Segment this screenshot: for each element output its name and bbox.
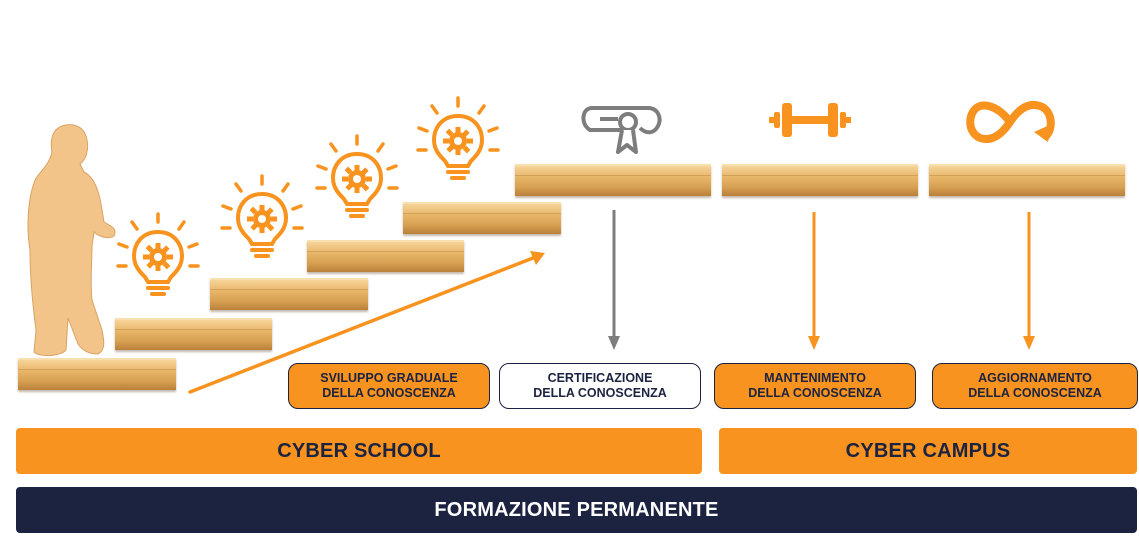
infinity-loop-icon (966, 101, 1055, 143)
infinity-arrowhead-icon (1034, 124, 1052, 142)
label-certification-line2: DELLA CONOSCENZA (533, 386, 667, 400)
bar-cyber-campus-label: CYBER CAMPUS (845, 439, 1011, 462)
label-development-line2: DELLA CONOSCENZA (322, 386, 456, 400)
growth-arrow (188, 251, 545, 394)
label-development-line1: SVILUPPO GRADUALE (320, 371, 458, 385)
lightbulb-gear-icon (315, 134, 399, 218)
stair-step-4 (307, 240, 464, 272)
label-maintenance-line1: MANTENIMENTO (764, 371, 866, 385)
stair-step-1 (18, 358, 176, 390)
arrow-down-certification (608, 210, 620, 350)
climbing-person-silhouette (27, 124, 116, 357)
label-update-line2: DELLA CONOSCENZA (968, 386, 1102, 400)
label-maintenance-line2: DELLA CONOSCENZA (748, 386, 882, 400)
bar-cyber-campus: CYBER CAMPUS (719, 428, 1137, 474)
diploma-icon (581, 106, 662, 154)
stair-step-3 (210, 278, 368, 310)
arrow-down-maintenance (808, 212, 820, 350)
bar-formazione-permanente: FORMAZIONE PERMANENTE (16, 487, 1137, 533)
stair-step-2 (115, 318, 272, 350)
lightbulb-gear-icon (416, 96, 500, 180)
platform-maintenance (722, 164, 918, 196)
bar-cyber-school-label: CYBER SCHOOL (277, 439, 441, 462)
label-certification-line1: CERTIFICAZIONE (547, 371, 653, 385)
platform-update (929, 164, 1125, 196)
lightbulb-gear-icon (220, 174, 304, 258)
bar-formazione-permanente-label: FORMAZIONE PERMANENTE (434, 498, 719, 521)
dumbbell-icon (769, 103, 851, 137)
platform-certification (515, 164, 711, 196)
stair-step-5 (403, 202, 561, 234)
arrow-down-update (1023, 212, 1035, 350)
bar-cyber-school: CYBER SCHOOL (16, 428, 702, 474)
label-update-line1: AGGIORNAMENTO (978, 371, 1092, 385)
lightbulb-gear-icon (116, 212, 200, 296)
